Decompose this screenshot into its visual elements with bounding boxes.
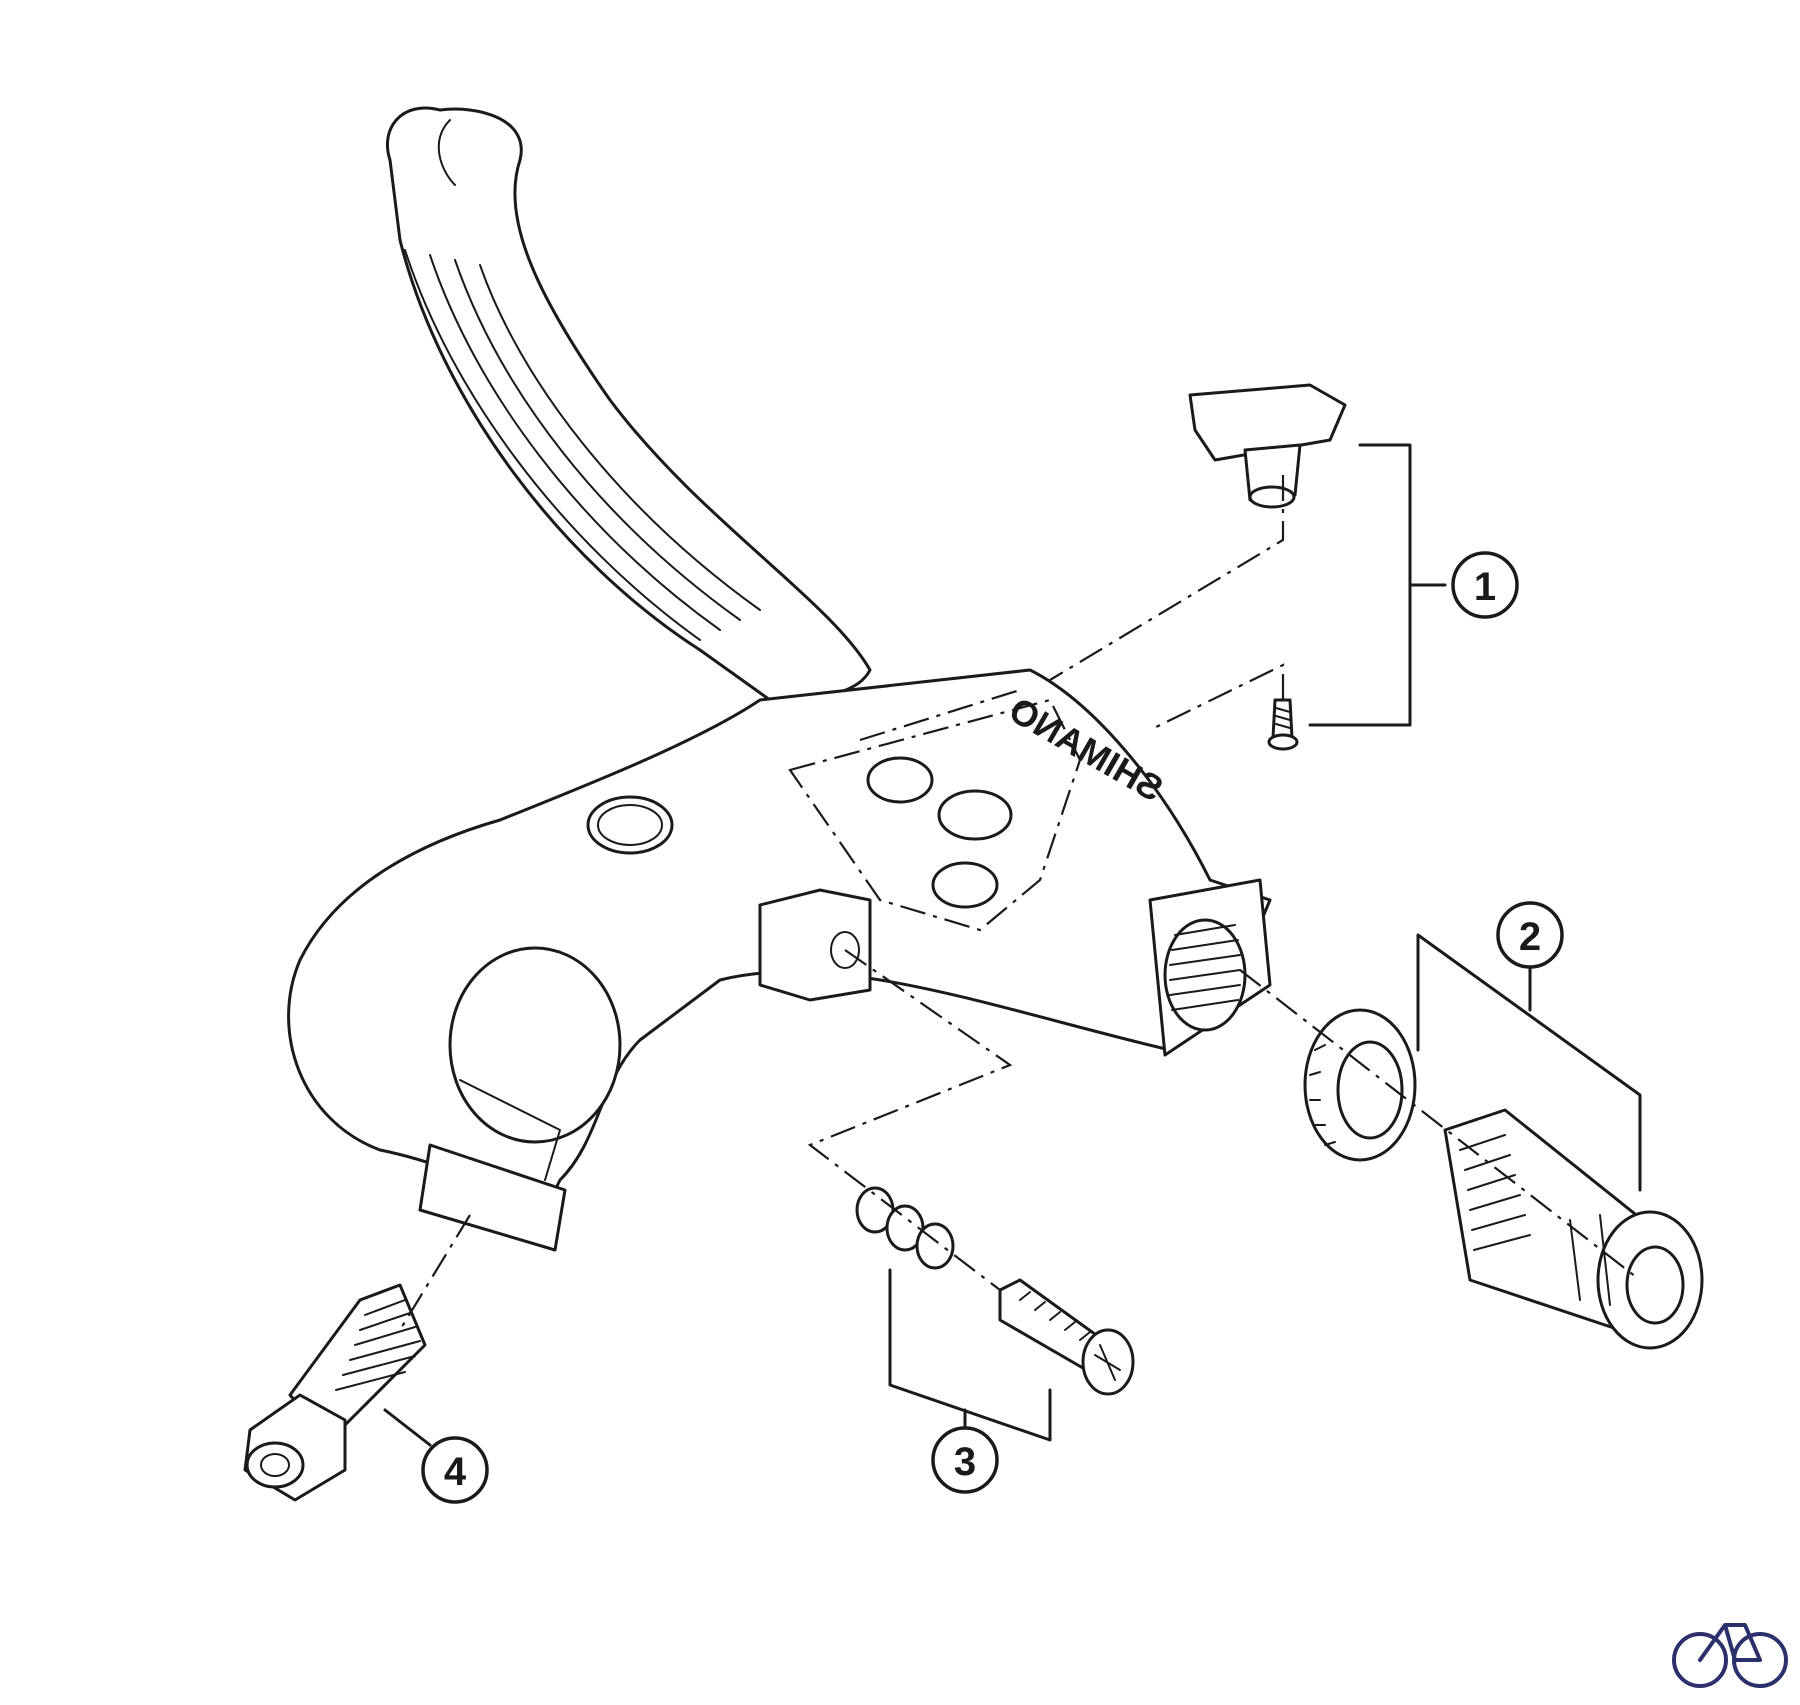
brake-lever-blade [385, 106, 872, 702]
callout-4: 4 [421, 1436, 489, 1504]
part-2-barrel-adjuster [1239, 933, 1704, 1350]
callout-1: 1 [1451, 551, 1519, 619]
part-4-clamp-bolt [243, 1214, 471, 1502]
svg-text:1: 1 [1474, 565, 1496, 609]
part-3-spring-screw [807, 949, 1135, 1442]
bicycle-icon [1672, 1623, 1788, 1688]
callout-3: 3 [931, 1426, 999, 1494]
svg-text:4: 4 [444, 1450, 467, 1494]
handlebar-clamp-hole [448, 946, 622, 1144]
callout-2: 2 [1496, 901, 1564, 969]
lever-bracket-body [287, 668, 1272, 1252]
svg-text:3: 3 [954, 1440, 976, 1484]
part-1-cover-assembly [1049, 383, 1447, 751]
svg-text:2: 2 [1519, 915, 1541, 959]
